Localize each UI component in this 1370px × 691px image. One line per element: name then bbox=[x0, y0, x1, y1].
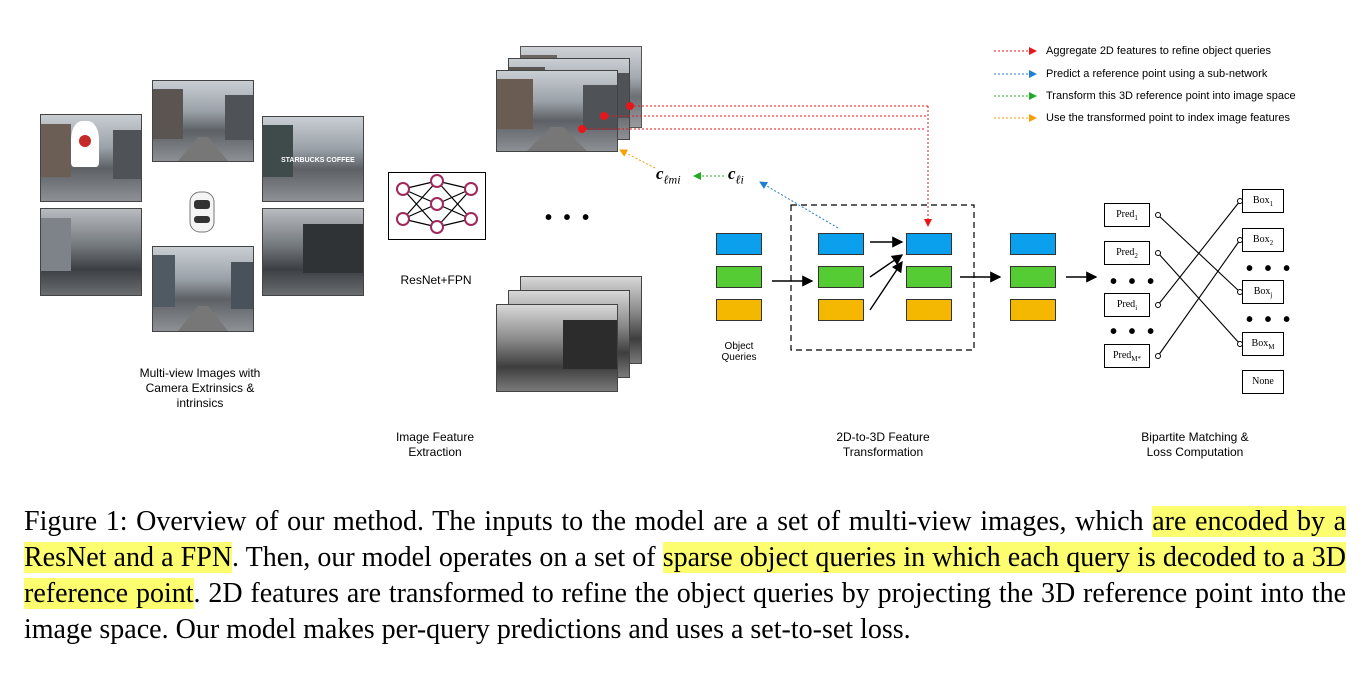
flow-arrows bbox=[578, 47, 1243, 359]
pred-box-1: Pred1 bbox=[1104, 203, 1150, 227]
neural-network-icon bbox=[396, 174, 478, 234]
object-queries-label: Object Queries bbox=[721, 341, 757, 363]
camera-view-back-right bbox=[262, 208, 364, 296]
reference-points bbox=[578, 102, 634, 133]
multiview-images: STARBUCKS COFFEE bbox=[40, 78, 364, 333]
camera-view-front bbox=[152, 80, 254, 162]
legend-aggregate: Aggregate 2D features to refine object q… bbox=[1046, 45, 1272, 57]
camera-view-front-right: STARBUCKS COFFEE bbox=[262, 116, 364, 202]
query-green-stage1 bbox=[818, 266, 864, 288]
gt-box-none: None bbox=[1242, 370, 1284, 394]
multiview-label: Multi-view Images with Camera Extrinsics… bbox=[139, 366, 261, 410]
query-blue-stage2 bbox=[906, 233, 952, 255]
query-green-stage2 bbox=[906, 266, 952, 288]
query-green-output bbox=[1010, 266, 1056, 288]
box-ellipsis-2: • • • bbox=[1246, 309, 1294, 331]
camera-view-back bbox=[152, 246, 254, 332]
query-blue-stage1 bbox=[818, 233, 864, 255]
backbone-label: ResNet+FPN bbox=[400, 273, 472, 287]
gt-box-2: Box2 bbox=[1242, 228, 1284, 252]
legend-index: Use the transformed point to index image… bbox=[1046, 112, 1290, 124]
c-li-label: cℓi bbox=[728, 164, 744, 187]
query-green-input bbox=[716, 266, 762, 288]
storefront-sign: STARBUCKS COFFEE bbox=[281, 157, 355, 164]
c-lmi-label: cℓmi bbox=[656, 164, 681, 187]
query-orange-stage1 bbox=[818, 299, 864, 321]
figure-caption: Figure 1: Overview of our method. The in… bbox=[24, 506, 1347, 645]
feature-stack-top bbox=[496, 46, 646, 156]
gt-box-j: Boxj bbox=[1242, 280, 1284, 304]
backbone-network bbox=[388, 172, 486, 240]
query-orange-input bbox=[716, 299, 762, 321]
ego-car-icon bbox=[189, 191, 215, 233]
gt-box-m: BoxM bbox=[1242, 332, 1284, 356]
camera-view-front-left bbox=[40, 114, 142, 202]
query-blue-output bbox=[1010, 233, 1056, 255]
pred-box-m: PredM* bbox=[1104, 344, 1150, 368]
matching-label: Bipartite Matching & Loss Computation bbox=[1141, 430, 1249, 459]
feature-stack-bottom bbox=[496, 276, 646, 392]
pred-ellipsis-2: • • • bbox=[1110, 321, 1158, 343]
legend-transform: Transform this 3D reference point into i… bbox=[1046, 90, 1296, 102]
transform-label: 2D-to-3D Feature Transformation bbox=[836, 430, 930, 459]
pred-box-2: Pred2 bbox=[1104, 241, 1150, 265]
pred-ellipsis-1: • • • bbox=[1110, 271, 1158, 293]
box-ellipsis-1: • • • bbox=[1246, 258, 1294, 280]
legend-predict: Predict a reference point using a sub-ne… bbox=[1046, 68, 1268, 80]
query-blue-input bbox=[716, 233, 762, 255]
feature-ellipsis: • • • bbox=[545, 207, 593, 229]
gt-box-1: Box1 bbox=[1242, 189, 1284, 213]
camera-view-back-left bbox=[40, 208, 142, 296]
pred-box-i: Predi bbox=[1104, 293, 1150, 317]
query-orange-output bbox=[1010, 299, 1056, 321]
extraction-label: Image Feature Extraction bbox=[395, 430, 475, 459]
query-orange-stage2 bbox=[906, 299, 952, 321]
